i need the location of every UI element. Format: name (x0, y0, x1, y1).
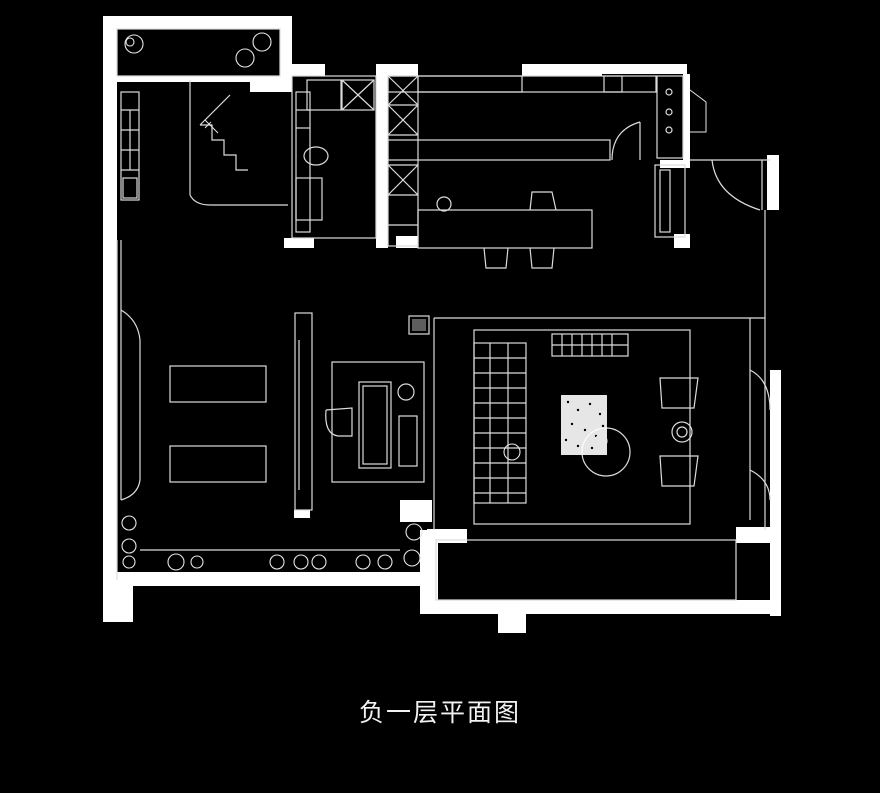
carpet-texture (408, 315, 607, 455)
outer-walls (103, 16, 781, 633)
plan-caption: 负一层平面图 (358, 698, 521, 727)
plant-icon (121, 32, 608, 571)
floor-plan (103, 16, 781, 633)
staircase-icon (204, 119, 219, 134)
interior-lines (116, 28, 771, 601)
door-swing-icon (689, 89, 707, 133)
